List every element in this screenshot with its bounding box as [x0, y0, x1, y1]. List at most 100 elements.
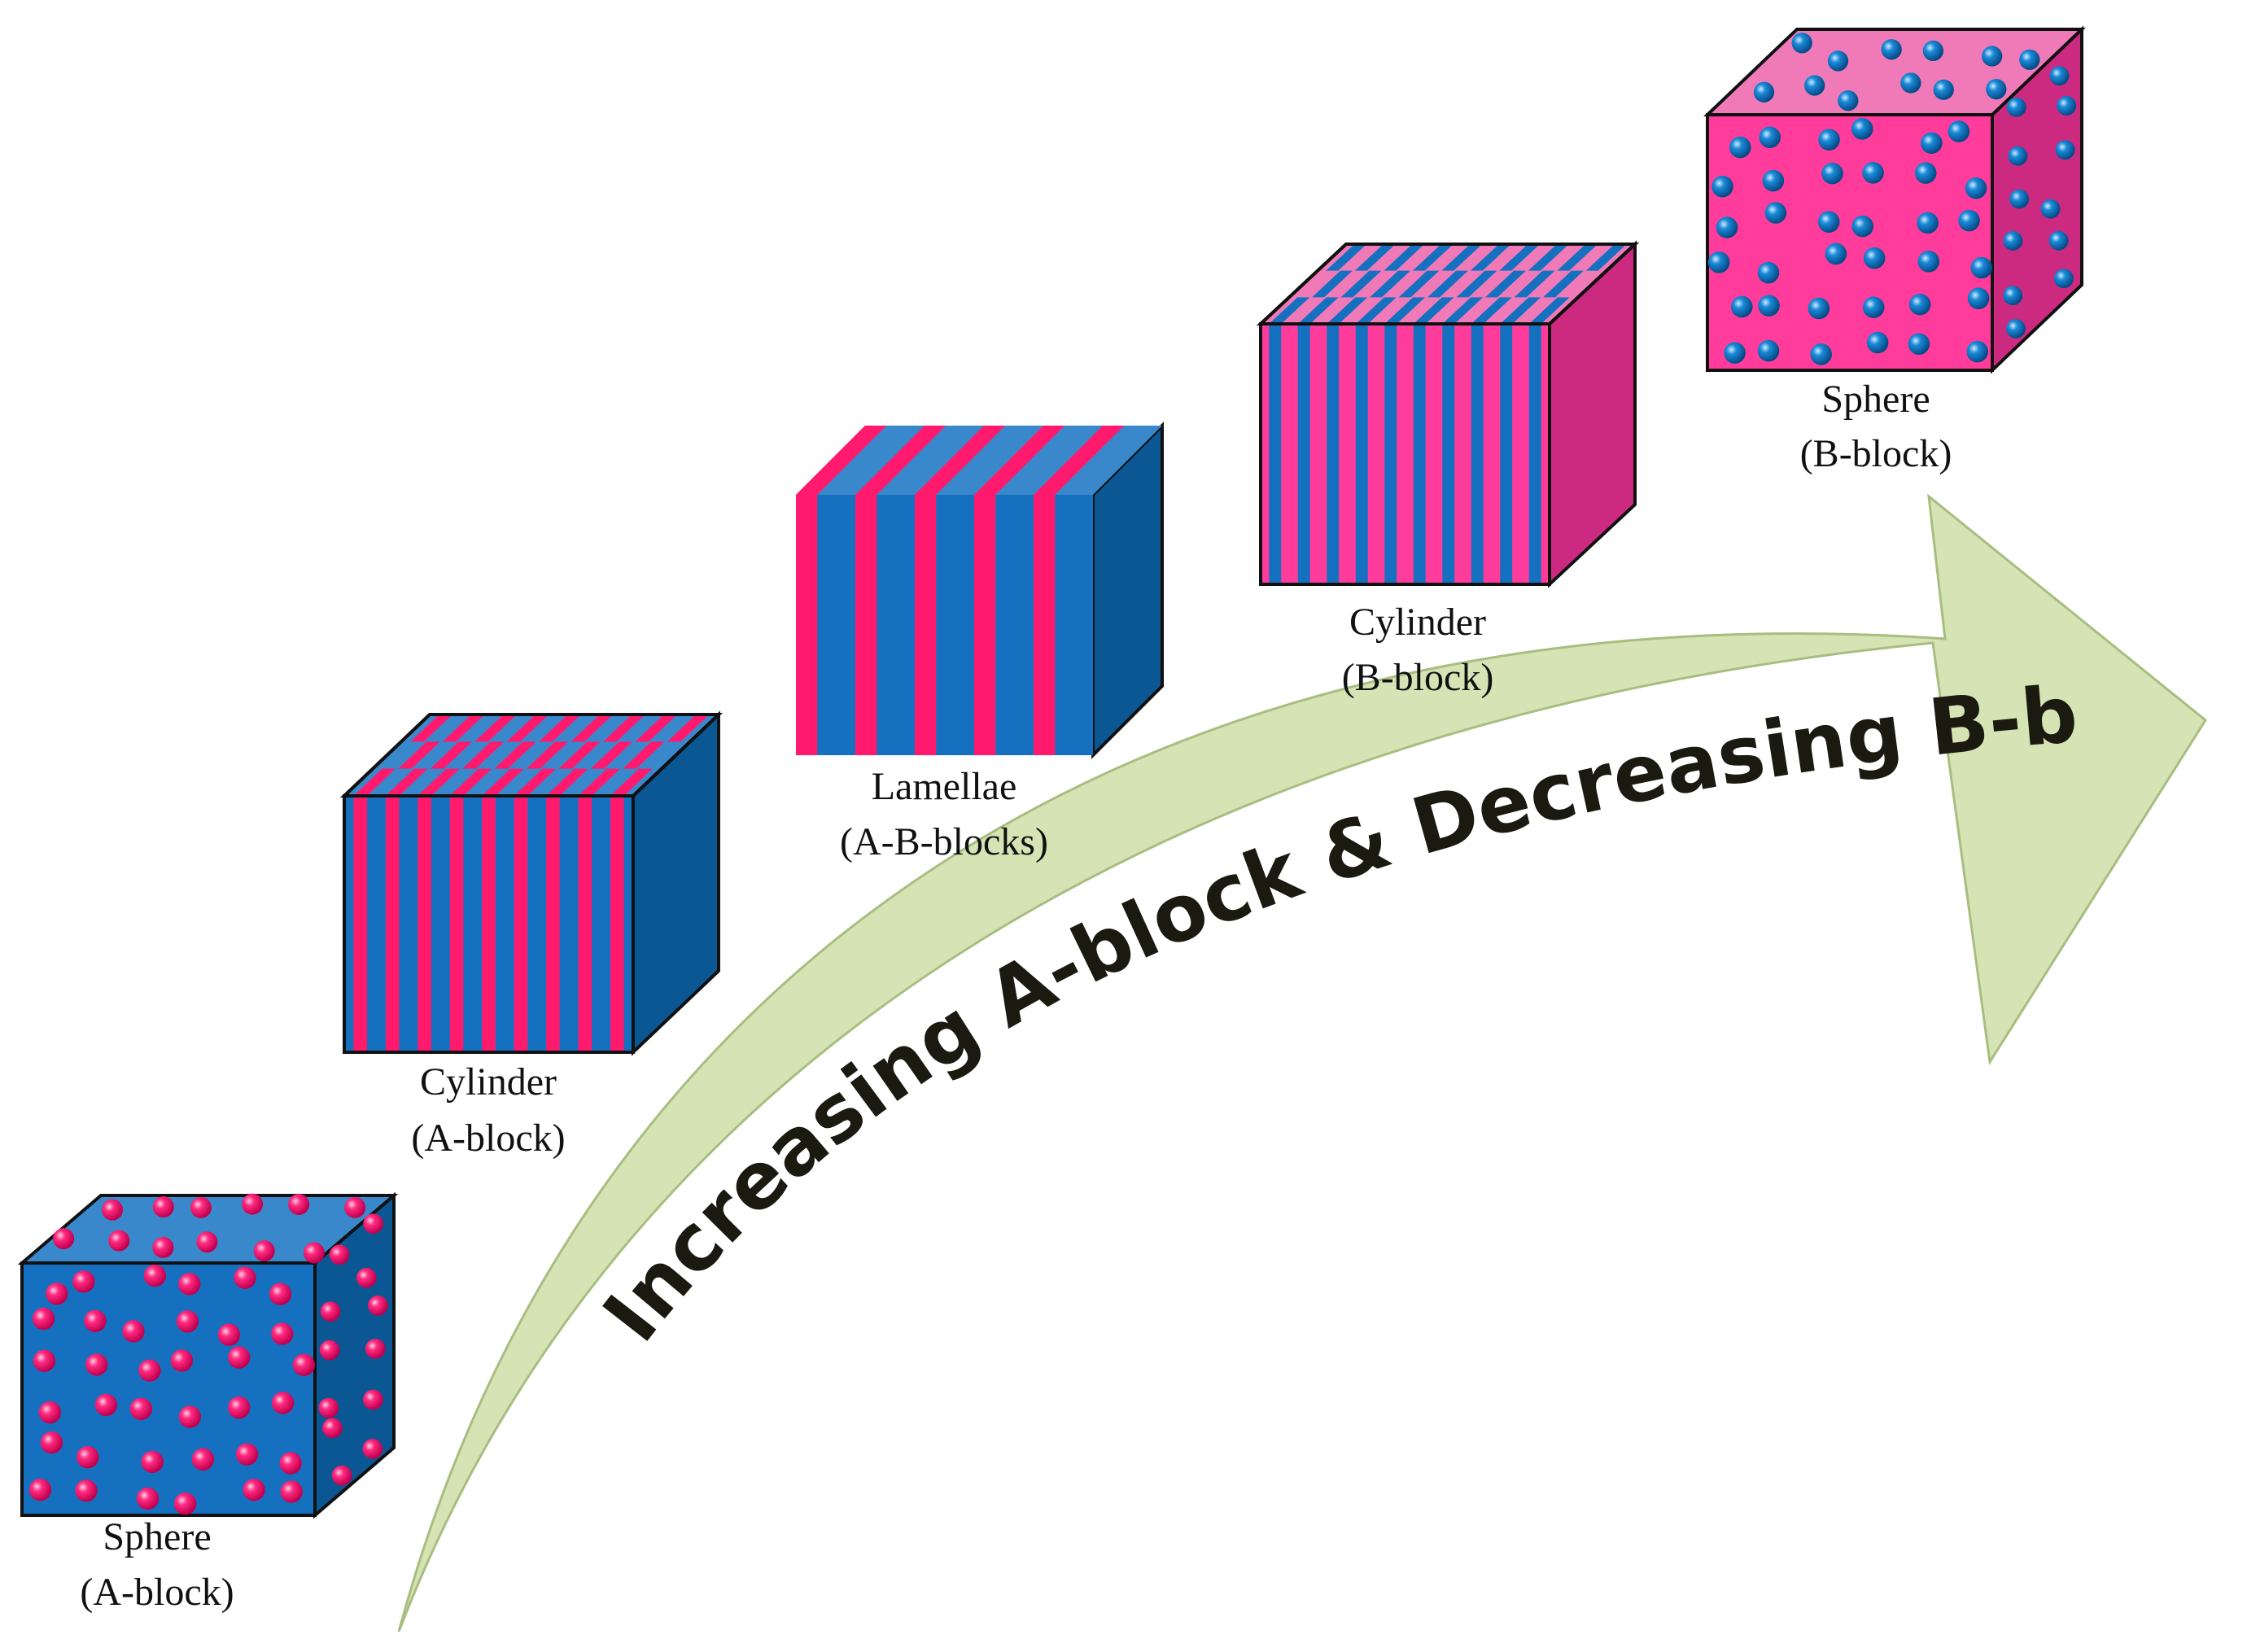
cylinder-end	[578, 768, 621, 796]
cylinder-domain	[385, 796, 400, 1052]
sphere-domain	[2055, 140, 2075, 160]
sphere-domain	[28, 1479, 52, 1501]
phase-cylinder-b: Cylinder (B-block)	[1256, 240, 1640, 699]
cylinder-end	[1384, 297, 1426, 324]
cylinder-domain	[353, 796, 368, 1052]
sphere-domain	[1862, 162, 1884, 184]
cylinder-end	[1557, 244, 1598, 271]
sphere-domain	[1908, 333, 1930, 355]
sphere-domain	[1862, 296, 1885, 318]
sphere-domain	[1730, 295, 1753, 318]
label-cylinder-a-name: Cylinder	[420, 1060, 557, 1104]
cylinder-domain	[1413, 324, 1426, 584]
sphere-domain	[152, 1236, 174, 1258]
cylinder-end	[1470, 244, 1511, 271]
cylinder-end	[1297, 297, 1339, 324]
cylinder-end	[526, 741, 569, 769]
sphere-domain	[1827, 50, 1849, 72]
cylinder-end	[603, 715, 645, 742]
sphere-domain	[1753, 81, 1775, 103]
sphere-domain	[242, 1193, 264, 1215]
cylinder-end	[1370, 270, 1410, 298]
sphere-domain	[1804, 75, 1825, 96]
sphere-domain	[228, 1346, 251, 1369]
sphere-domain	[1914, 162, 1937, 184]
sphere-domain	[53, 1228, 75, 1250]
sphere-domain	[344, 1196, 366, 1218]
cube-top-outline	[1256, 243, 1640, 326]
sphere-domain	[319, 1340, 340, 1361]
cylinder-end	[539, 715, 581, 742]
sphere-domain	[191, 1448, 215, 1471]
sphere-domain	[1970, 256, 1993, 279]
sphere-domain	[1921, 132, 1943, 155]
sphere-domain	[368, 1295, 388, 1316]
sphere-domain	[2009, 189, 2030, 209]
sphere-domain	[329, 1244, 350, 1265]
sphere-domain	[190, 1196, 212, 1218]
cylinder-end	[1543, 270, 1584, 298]
sphere-domain	[1818, 129, 1840, 151]
sphere-domain	[1838, 90, 1859, 111]
sphere-domain	[217, 1323, 241, 1346]
sphere-domain	[2053, 269, 2074, 289]
cylinder-end	[442, 715, 485, 742]
cylinder-end	[1340, 270, 1382, 298]
sphere-domain	[102, 1199, 124, 1221]
cube-sphere-b	[1703, 25, 2086, 374]
cylinder-end	[1442, 297, 1484, 324]
sphere-domain	[72, 1270, 95, 1293]
sphere-domain	[234, 1266, 256, 1289]
cube-lamellae	[796, 422, 1164, 759]
cylinder-domain	[417, 796, 431, 1052]
sphere-domain	[178, 1273, 201, 1296]
cylinder-end	[462, 741, 505, 769]
sphere-domain	[2003, 230, 2023, 251]
cylinder-domain	[482, 796, 496, 1052]
cylinder-end	[1327, 297, 1368, 324]
lamella-sheet	[796, 495, 818, 755]
cylinder-end	[623, 741, 665, 769]
cylinder-domain	[1384, 324, 1397, 584]
cylinder-end	[494, 741, 537, 769]
sphere-domain	[75, 1479, 98, 1502]
sphere-domain	[271, 1322, 294, 1345]
lamella-top	[796, 426, 887, 495]
sphere-domain	[2049, 66, 2070, 86]
cylinder-end	[449, 768, 492, 796]
lamella-top	[915, 426, 1006, 495]
cylinder-end	[514, 768, 557, 796]
sphere-domain	[32, 1307, 55, 1331]
sphere-domain	[303, 1242, 325, 1264]
cylinder-end	[1514, 270, 1555, 298]
sphere-domain	[1866, 331, 1889, 354]
label-sphere-b-name: Sphere	[1821, 378, 1930, 421]
cylinder-end	[1471, 297, 1512, 324]
sphere-domain	[1791, 33, 1812, 54]
cylinder-end	[667, 715, 710, 742]
sphere-domain	[1825, 243, 1847, 265]
cylinder-end	[1413, 297, 1454, 324]
sphere-domain	[1817, 211, 1840, 233]
sphere-domain	[269, 1283, 292, 1305]
cylinder-end	[1528, 297, 1570, 324]
sphere-domain	[1917, 212, 1939, 234]
sphere-domain	[1986, 78, 2007, 100]
phase-sphere-a: Sphere (A-block)	[17, 1191, 399, 1614]
cylinder-end	[546, 768, 588, 796]
cube-cylinder-b	[1256, 240, 1640, 588]
cylinder-end	[1326, 244, 1367, 271]
sphere-domain	[1900, 72, 1921, 94]
sphere-domain	[1764, 202, 1787, 224]
sphere-domain	[243, 1479, 265, 1501]
cylinder-end	[398, 741, 440, 769]
sphere-domain	[141, 1450, 164, 1474]
sphere-domain	[1716, 216, 1738, 238]
cylinder-end	[1485, 270, 1526, 298]
cube-front-outline	[1706, 113, 1994, 372]
label-sphere-a-name: Sphere	[103, 1515, 211, 1558]
cylinder-end	[385, 768, 428, 796]
sphere-domain	[2048, 230, 2069, 251]
sphere-domain	[1711, 175, 1733, 198]
